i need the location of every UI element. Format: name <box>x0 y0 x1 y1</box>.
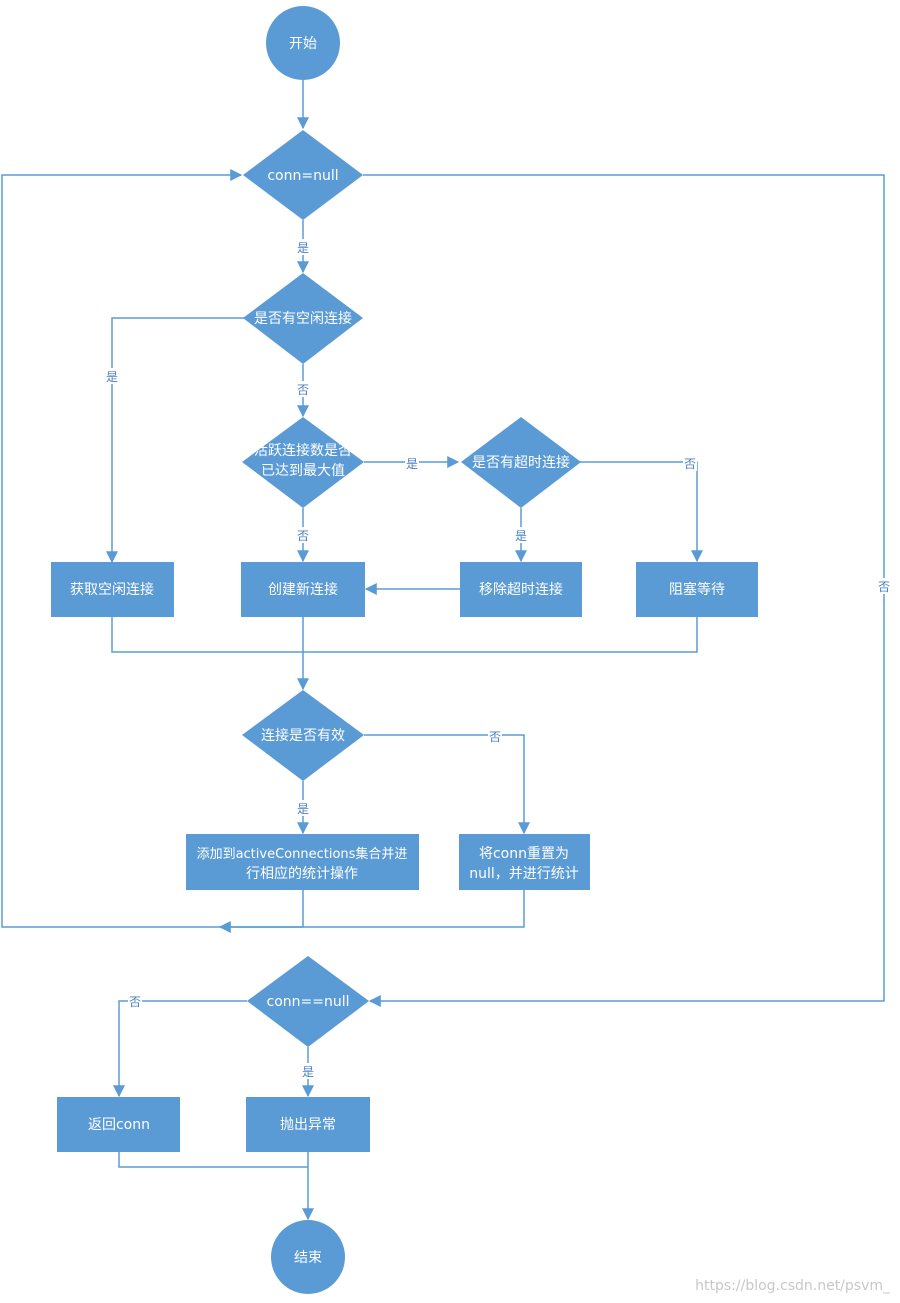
process-reset-conn-label-2: null，并进行统计 <box>469 866 579 882</box>
label-valid-yes: 是 <box>297 802 309 816</box>
process-block-wait-label: 阻塞等待 <box>669 581 725 598</box>
label-conn-eq-null-no: 否 <box>129 995 141 1009</box>
label-active-max-yes: 是 <box>406 457 418 471</box>
process-add-active <box>186 834 419 890</box>
decision-active-max <box>242 417 364 508</box>
edge-timeout-no <box>580 461 703 563</box>
process-block-wait <box>636 562 758 617</box>
label-timeout-yes: 是 <box>515 529 527 543</box>
edges <box>1 80 885 1221</box>
edge-loop-back <box>1 169 303 928</box>
process-return-conn-label: 返回conn <box>88 1117 150 1133</box>
decision-conn-eq-null-label: conn==null <box>267 994 350 1010</box>
decision-active-max-label-1: 活跃连接数是否 <box>254 442 352 459</box>
edge-reset-loop <box>218 890 525 933</box>
decision-connection-valid <box>242 690 364 781</box>
process-get-idle-label: 获取空闲连接 <box>70 581 154 598</box>
decision-idle-connection <box>243 273 363 364</box>
process-remove-timeout <box>460 562 582 617</box>
label-conn-eq-null-yes: 是 <box>302 1065 314 1079</box>
edge-conn-null-no <box>363 174 885 1007</box>
edge-valid-no <box>364 734 530 835</box>
process-throw-exception <box>246 1097 370 1152</box>
decision-conn-eq-null <box>247 956 369 1047</box>
label-valid-no: 否 <box>489 730 501 744</box>
decision-conn-null-label: conn=null <box>267 168 338 184</box>
label-timeout-no: 否 <box>684 457 696 471</box>
process-reset-conn-label-1: 将conn重置为 <box>479 846 569 862</box>
edge-return-merge <box>118 1152 308 1168</box>
end-node <box>271 1220 345 1294</box>
process-throw-exception-label: 抛出异常 <box>280 1117 336 1133</box>
label-idle-no: 否 <box>297 383 309 397</box>
process-add-active-label-1: 添加到activeConnections集合并进 <box>197 846 408 862</box>
process-create-new-label: 创建新连接 <box>268 581 338 598</box>
decision-timeout-connection-label: 是否有超时连接 <box>472 454 570 471</box>
decision-idle-connection-label: 是否有空闲连接 <box>254 310 352 327</box>
label-conn-null-yes: 是 <box>297 241 309 255</box>
process-add-active-label-2: 行相应的统计操作 <box>246 865 358 882</box>
decision-timeout-connection <box>461 417 581 508</box>
edge-idle-yes <box>106 317 245 564</box>
process-get-idle <box>51 562 174 617</box>
process-create-new <box>241 562 365 617</box>
start-node <box>266 6 340 80</box>
end-label: 结束 <box>294 1250 322 1266</box>
process-reset-conn <box>459 834 590 890</box>
start-label: 开始 <box>289 36 317 52</box>
edge-labels: 是 否 是 否 是 否 是 否 是 否 否 是 <box>105 239 891 1079</box>
process-remove-timeout-label: 移除超时连接 <box>479 581 563 598</box>
edge-conn-eq-null-no <box>113 1000 247 1098</box>
label-conn-null-no: 否 <box>878 580 890 594</box>
edge-get-idle-merge <box>111 617 303 653</box>
edge-block-wait-merge <box>303 617 698 653</box>
decision-connection-valid-label: 连接是否有效 <box>261 727 345 744</box>
label-idle-yes: 是 <box>106 370 118 384</box>
label-active-max-no: 否 <box>297 529 309 543</box>
watermark-text: https://blog.csdn.net/psvm_ <box>695 1278 891 1294</box>
nodes: 开始 conn=null 是否有空闲连接 活跃连接数是否 已达到最大值 是否有超… <box>51 6 758 1294</box>
decision-active-max-label-2: 已达到最大值 <box>261 463 345 479</box>
process-return-conn <box>57 1097 180 1152</box>
decision-conn-null <box>243 130 363 220</box>
